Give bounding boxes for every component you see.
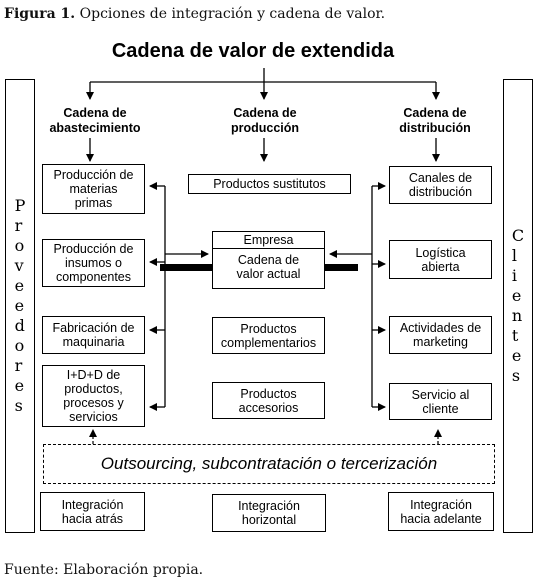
right-thick-bar: [324, 264, 358, 271]
figure-caption-text: Opciones de integración y cadena de valo…: [79, 6, 386, 22]
customers-letter: s: [511, 366, 521, 385]
outsourcing-arrows: [89, 429, 442, 444]
customers-letter: n: [511, 306, 523, 325]
suppliers-letter: P: [14, 196, 26, 215]
backward-integration-box: Integración hacia atrás: [40, 492, 145, 531]
figure-caption: Figura 1. Opciones de integración y cade…: [4, 6, 385, 22]
customer-service-box: Servicio al cliente: [389, 383, 492, 420]
header-to-box-arrows: [86, 138, 440, 162]
company-box: Empresa Cadena de valor actual: [212, 231, 325, 289]
right-bracket-arrows: [329, 182, 386, 411]
distribution-chain-heading: Cadena de distribución: [399, 106, 471, 135]
top-distribution-lines: [86, 68, 440, 100]
inputs-components-box: Producción de insumos o componentes: [42, 239, 145, 287]
marketing-activities-box: Actividades de marketing: [389, 316, 492, 354]
suppliers-letter: e: [14, 276, 25, 295]
suppliers-letter: o: [14, 236, 25, 255]
customers-letter: C: [511, 226, 525, 245]
open-logistics-box: Logística abierta: [389, 240, 492, 279]
accessory-products-box: Productos accesorios: [212, 382, 325, 419]
suppliers-letter: s: [14, 396, 23, 415]
suppliers-letter: e: [14, 296, 25, 315]
customers-letter: t: [511, 326, 519, 345]
source-label: Fuente:: [4, 562, 59, 578]
supply-chain-heading: Cadena de abastecimiento: [49, 106, 141, 135]
left-bracket-arrows: [149, 182, 209, 411]
suppliers-letter: o: [14, 336, 25, 355]
outsourcing-box: Outsourcing, subcontratación o terceriza…: [43, 444, 495, 484]
figure-label: Figura 1.: [4, 6, 76, 22]
forward-integration-box: Integración hacia adelante: [388, 492, 494, 531]
raw-materials-box: Producción de materias primas: [42, 164, 145, 214]
outsourcing-label: Outsourcing, subcontratación o terceriza…: [100, 454, 438, 473]
production-chain-heading: Cadena de producción: [230, 106, 300, 135]
source-text: Elaboración propia.: [63, 562, 204, 578]
substitute-products-box: Productos sustitutos: [188, 174, 351, 194]
complementary-products-box: Productos complementarios: [212, 317, 325, 354]
rnd-box: I+D+D de productos, procesos y servicios: [42, 365, 145, 427]
company-value-chain: Cadena de valor actual: [236, 253, 301, 281]
diagram-title: Cadena de valor de extendida: [111, 40, 395, 62]
suppliers-letter: e: [14, 376, 25, 395]
suppliers-letter: r: [14, 356, 23, 375]
customers-letter: l: [511, 246, 517, 265]
horizontal-integration-box: Integración horizontal: [212, 494, 326, 532]
figure-source: Fuente: Elaboración propia.: [4, 562, 203, 578]
suppliers-letter: r: [14, 216, 23, 235]
customers-letter: e: [511, 286, 522, 305]
suppliers-letter: d: [14, 316, 25, 335]
machinery-box: Fabricación de maquinaria: [42, 316, 145, 354]
customers-letter: i: [511, 266, 517, 285]
suppliers-letter: v: [14, 256, 24, 275]
company-title: Empresa: [213, 232, 324, 249]
distribution-channels-box: Canales de distribución: [389, 166, 492, 204]
left-thick-bar: [160, 264, 212, 271]
customers-letter: e: [511, 346, 522, 365]
